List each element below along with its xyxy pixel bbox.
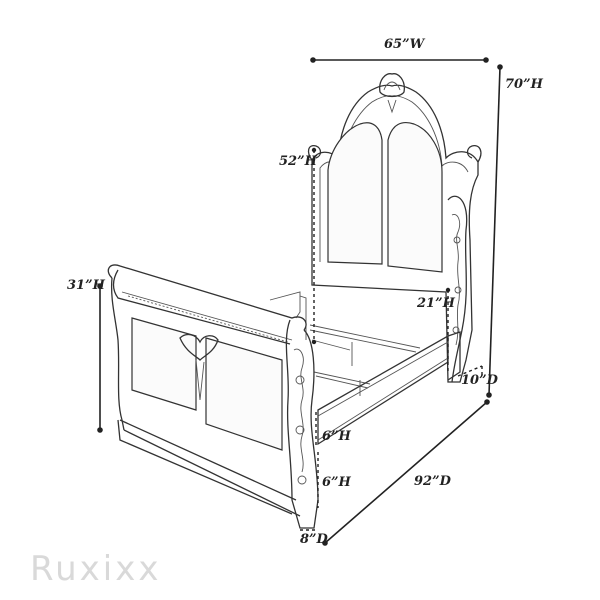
headboard-height-label: 52”H (279, 154, 318, 169)
height-dimension (486, 64, 503, 398)
height-label: 70”H (505, 77, 544, 92)
headboard-depth-label: 10”D (461, 373, 499, 388)
length-label: 92”D (414, 474, 452, 489)
dimension-lines (97, 57, 503, 546)
width-label: 65”W (384, 37, 426, 52)
footboard-height-dimension (97, 283, 103, 433)
slats (309, 324, 421, 396)
side-rail-near (317, 331, 461, 446)
headboard-depth-dimension (457, 365, 483, 377)
bed-illustration (107, 73, 482, 529)
width-dimension (310, 57, 489, 63)
footboard-depth-label: 8”D (300, 532, 329, 547)
headboard (307, 73, 482, 383)
length-dimension (322, 399, 490, 546)
side-rail-height-label: 6”H (322, 429, 352, 444)
footboard-height-label: 31”H (67, 278, 106, 293)
dimension-labels: 65”W 70”H 52”H 31”H 21”H 10”D 6”H 6”H 92… (67, 37, 544, 547)
under-clearance-label: 6”H (322, 475, 352, 490)
headboard-height-dimension (311, 147, 317, 345)
rail-clearance-dimension (445, 287, 451, 372)
footboard (107, 264, 319, 529)
watermark-text: Ruxixx (30, 549, 161, 589)
rail-clearance-label: 21”H (416, 296, 456, 311)
side-rail-far (269, 291, 307, 340)
